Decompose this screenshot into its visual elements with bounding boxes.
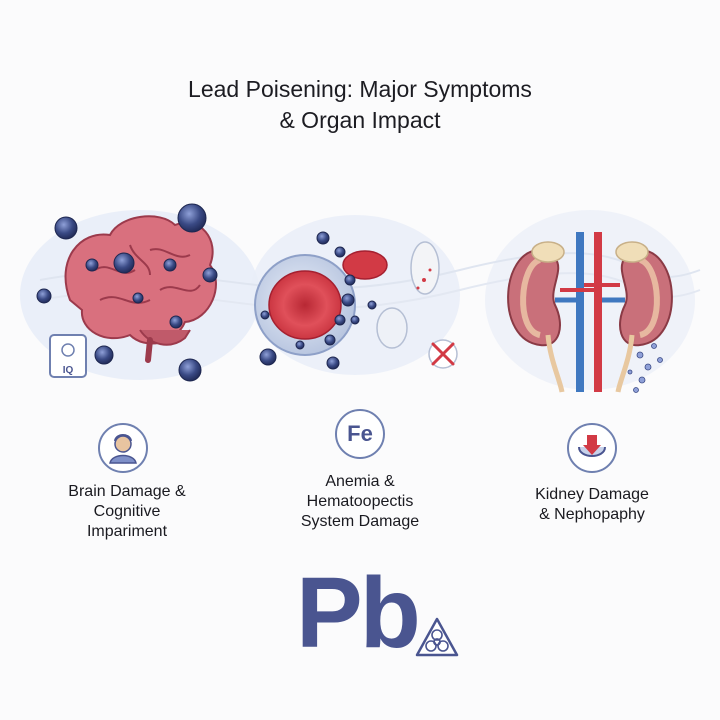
iron-symbol: Fe xyxy=(347,421,373,446)
red-blood-cell xyxy=(342,250,388,280)
vena-cava xyxy=(576,232,584,392)
blocked-transport-icon xyxy=(428,339,458,369)
red-blood-cell-center xyxy=(268,270,342,340)
caption-line: Cognitive xyxy=(93,503,161,520)
caption-line: Hematoopectis xyxy=(306,493,414,510)
lead-particles-kidney xyxy=(627,343,663,393)
brain-icon xyxy=(64,215,217,363)
caption-line: Kidney Damage xyxy=(535,486,649,503)
iq-badge-icon: IQ xyxy=(49,334,87,378)
iq-label: IQ xyxy=(63,365,74,376)
title-line-2: & Organ Impact xyxy=(279,107,441,133)
lead-element-symbol: Pb xyxy=(296,557,421,669)
kidney-illustration xyxy=(507,232,673,393)
left-ureter xyxy=(545,334,565,393)
brain-person-icon xyxy=(98,423,148,473)
left-kidney-icon xyxy=(507,241,565,347)
caption-line: System Damage xyxy=(300,513,420,530)
aorta xyxy=(594,232,602,392)
caption-line: Anemia & xyxy=(325,473,395,490)
caption-line: Impariment xyxy=(86,523,168,540)
lead-particles-blood xyxy=(259,231,377,370)
title-line-1: Lead Poisening: Major Symptoms xyxy=(188,76,532,102)
page-title: Lead Poisening: Major Symptoms & Organ I… xyxy=(0,74,720,136)
person-head-icon xyxy=(109,434,137,464)
brain-caption: Brain Damage & Cognitive Impariment xyxy=(17,482,237,542)
right-ureter xyxy=(615,334,635,393)
right-kidney-icon xyxy=(615,241,673,347)
biohazard-icon xyxy=(415,617,459,657)
caption-line: Brain Damage & xyxy=(68,483,186,500)
pale-cell xyxy=(376,307,408,349)
iron-element-icon: Fe xyxy=(335,409,385,459)
blood-illustration xyxy=(254,231,458,370)
lead-particles-brain xyxy=(36,203,218,382)
kidney-warning-glyph xyxy=(578,435,606,457)
kidney-warning-icon xyxy=(567,423,617,473)
brain-illustration: IQ xyxy=(36,203,218,382)
caption-line: & Nephopaphy xyxy=(539,506,645,523)
kidney-caption: Kidney Damage & Nephopaphy xyxy=(482,485,702,525)
blood-caption: Anemia & Hematoopectis System Damage xyxy=(250,472,470,532)
cracked-cell xyxy=(410,241,440,295)
